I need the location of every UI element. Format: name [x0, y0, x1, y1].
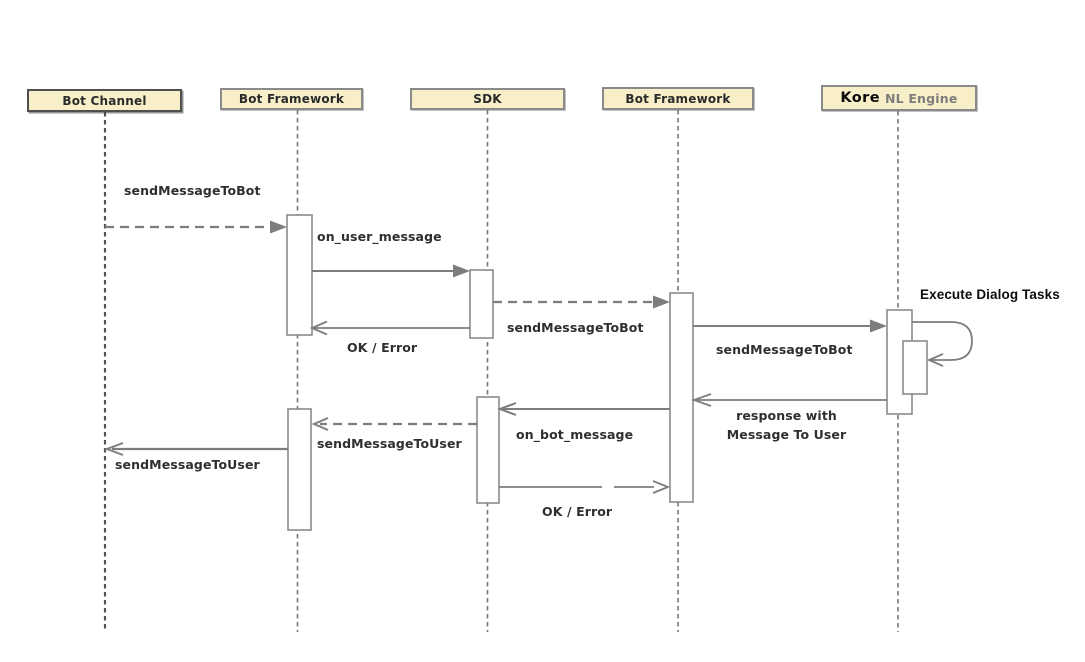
activation-bars: [286, 214, 928, 531]
message-label-sendMessageToUser-2: sendMessageToUser: [115, 457, 260, 472]
activation-sdk-2: [476, 396, 500, 504]
actor-bot-channel: Bot Channel: [27, 89, 182, 112]
message-label-sendMessageToBot-1: sendMessageToBot: [124, 183, 261, 198]
arrow-ok-error-2: [499, 480, 671, 494]
message-label-ok-error-2: OK / Error: [542, 504, 613, 519]
actor-kore-nl-engine: Kore NL Engine: [821, 85, 977, 111]
actor-bot-channel-label: Bot Channel: [62, 93, 147, 108]
kore-logo: Kore: [840, 90, 880, 106]
actor-bot-framework-1-label: Bot Framework: [238, 92, 345, 106]
activation-bot-framework-1b: [287, 408, 312, 531]
arrow-on-user-message: [312, 264, 470, 278]
message-label-sendMessageToBot-2: sendMessageToBot: [507, 320, 644, 335]
activation-kore-nested: [902, 340, 928, 395]
message-label-response-line1: response with: [736, 408, 837, 423]
arrow-sendMessageToBot-2: [493, 295, 670, 309]
actor-bot-framework-2: Bot Framework: [602, 87, 754, 110]
message-label-sendMessageToUser-1: sendMessageToUser: [317, 436, 462, 451]
annotation-execute-dialog-tasks: Execute Dialog Tasks: [920, 287, 1060, 302]
actor-bot-framework-2-label: Bot Framework: [625, 91, 731, 106]
actor-bot-framework-1: Bot Framework: [220, 88, 363, 110]
actor-sdk-label: SDK: [473, 92, 502, 106]
activation-bot-framework-1a: [286, 214, 313, 336]
arrow-sendMessageToBot-1: [105, 220, 287, 234]
message-label-response-line2: Message To User: [726, 426, 847, 442]
message-label-response-with-message: response with Message To User: [700, 407, 873, 445]
arrow-sendMessageToUser-1: [311, 417, 477, 431]
message-label-on-user-message: on_user_message: [317, 229, 442, 244]
message-label-sendMessageToBot-3: sendMessageToBot: [716, 342, 853, 357]
activation-bot-framework-2: [669, 292, 694, 503]
activation-sdk-1: [469, 269, 494, 339]
arrow-sendMessageToBot-3: [693, 319, 887, 333]
arrow-execute-dialog-tasks-loop: [912, 321, 973, 367]
message-label-on-bot-message: on_bot_message: [516, 427, 634, 442]
arrow-sendMessageToUser-2: [104, 442, 288, 456]
arrow-response-with-message: [691, 393, 887, 407]
arrow-ok-error-1: [309, 320, 470, 336]
message-label-ok-error-1: OK / Error: [347, 340, 418, 355]
actor-sdk: SDK: [410, 88, 565, 110]
actor-kore-nl-engine-label: NL Engine: [884, 90, 958, 106]
arrow-on-bot-message: [497, 402, 670, 416]
